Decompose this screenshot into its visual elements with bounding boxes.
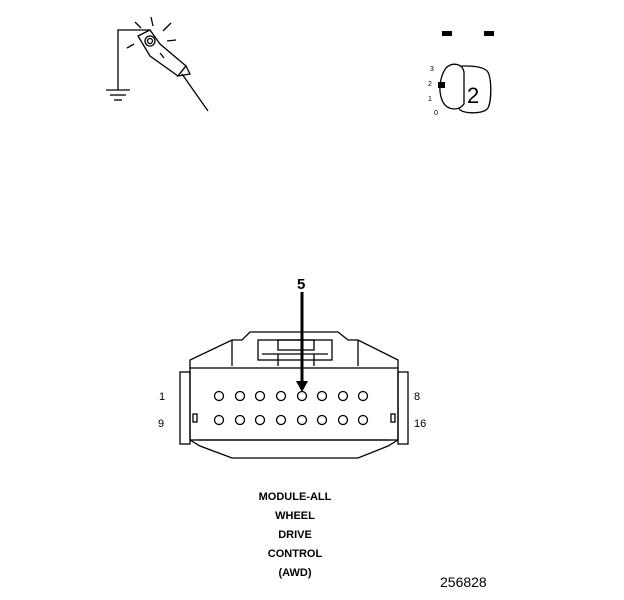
pin-label-top-left: 1 [159,391,165,403]
caption-line-2: WHEEL [275,510,315,522]
pin-15 [337,414,349,426]
connector-caption: MODULE-ALL WHEEL DRIVE CONTROL (AWD) [200,488,390,583]
pin-label-top-right: 8 [414,391,420,403]
caption-line-1: MODULE-ALL [258,491,332,503]
pin-14 [316,414,328,426]
test-probe-to-ground-icon [106,16,209,112]
pin-5 [296,390,308,402]
pin-6 [316,390,328,402]
pin-9 [213,414,225,426]
pin-label-bottom-right: 16 [414,418,426,430]
pin-callout-arrow [296,292,308,392]
pin-11 [254,414,266,426]
caption-line-3: DRIVE [278,529,312,541]
indicator-mark-right [484,31,494,36]
pin-4 [275,390,287,402]
pin-7 [337,390,349,402]
connector-pins [213,390,369,426]
ignition-key-icon: 3 2 1 0 2 [428,31,494,117]
pin-label-bottom-left: 9 [158,418,164,430]
pin-13 [296,414,308,426]
pin-1 [213,390,225,402]
key-position-1: 1 [428,96,432,103]
pin-2 [234,390,246,402]
pin-10 [234,414,246,426]
key-position-2: 2 [428,81,432,88]
pin-3 [254,390,266,402]
pin-16 [357,414,369,426]
figure-number: 256828 [440,574,487,590]
caption-line-5: (AWD) [278,567,312,579]
pin-8 [357,390,369,402]
key-position-3: 3 [430,66,434,73]
caption-line-4: CONTROL [267,548,323,560]
indicator-mark-left [442,31,452,36]
key-position-0: 0 [434,110,438,117]
pin-12 [275,414,287,426]
key-position-pointer [438,82,445,88]
pin-callout-number: 5 [297,276,305,293]
connector-body [179,331,409,459]
key-selected-position: 2 [467,83,479,108]
